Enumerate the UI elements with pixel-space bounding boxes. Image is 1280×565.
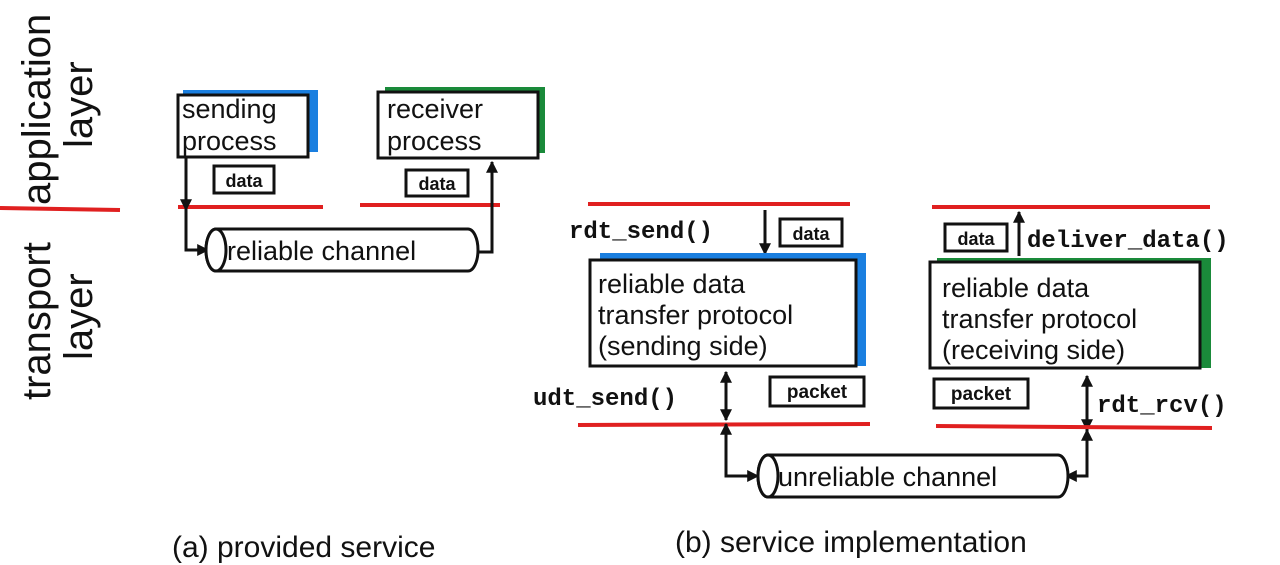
udt-to-channel-arrow	[720, 422, 760, 482]
sender-protocol-box	[588, 258, 858, 368]
sender-protocol-line-1: reliable data	[598, 269, 746, 299]
data-send-tag: data	[225, 171, 263, 191]
unreliable-channel-label: unreliable channel	[778, 462, 997, 492]
transport-layer-label-1: transport	[15, 242, 59, 400]
layer-line-b-bottom-left	[577, 422, 871, 427]
receiver-process-label-1: receiver	[387, 94, 483, 124]
layer-line-b-bottom-right	[935, 424, 1213, 430]
data-recv-tag-box	[404, 168, 470, 198]
layer-divider-line	[0, 206, 121, 212]
rdt-rcv-call: rdt_rcv()	[1097, 393, 1227, 420]
sender-protocol-line-2: transfer protocol	[598, 300, 793, 330]
recv-up-arrow	[478, 160, 498, 254]
application-layer-label-2: layer	[57, 61, 101, 148]
application-layer-label-1: application	[15, 14, 59, 205]
receiver-process-label-2: process	[387, 126, 482, 156]
channel-to-rcv-arrow	[1064, 428, 1093, 482]
receiver-protocol-line-3: (receiving side)	[942, 335, 1125, 365]
caption-a: (a) provided service	[172, 531, 435, 564]
caption-b: (b) service implementation	[675, 526, 1027, 559]
reliable-channel-pipe-end	[204, 227, 228, 273]
data-recv-tag-box-b	[943, 222, 1009, 253]
transport-layer-label-2: layer	[57, 273, 101, 360]
panel-a: sending process receiver process data da…	[172, 87, 545, 564]
packet-recv-tag-box	[932, 377, 1030, 410]
data-recv-tag-b: data	[957, 229, 995, 249]
deliver-data-call: deliver_data()	[1027, 228, 1229, 255]
sending-process-label-2: process	[182, 126, 277, 156]
sending-process-box	[176, 93, 310, 159]
packet-send-tag: packet	[787, 382, 848, 403]
data-send-tag-box-b	[778, 217, 844, 248]
rdt-send-call: rdt_send()	[569, 219, 713, 246]
receiver-protocol-line-2: transfer protocol	[942, 304, 1137, 334]
unreliable-channel-pipe-end	[756, 453, 780, 499]
packet-recv-tag: packet	[951, 384, 1012, 405]
panel-b: rdt_send() data reliable data transfer p…	[533, 202, 1229, 559]
udt-send-call: udt_send()	[533, 386, 677, 413]
sender-protocol-line-3: (sending side)	[598, 331, 768, 361]
receiver-process-box	[376, 90, 540, 160]
reliable-channel-label: reliable channel	[227, 236, 416, 266]
send-into-channel-arrow	[184, 210, 210, 256]
receiver-protocol-box	[928, 260, 1202, 370]
data-send-tag-box	[212, 164, 276, 195]
data-recv-tag: data	[418, 174, 456, 194]
receiver-protocol-line-1: reliable data	[942, 273, 1090, 303]
data-send-tag-b: data	[792, 224, 830, 244]
sending-process-label-1: sending	[182, 94, 277, 124]
packet-send-tag-box	[768, 375, 866, 408]
